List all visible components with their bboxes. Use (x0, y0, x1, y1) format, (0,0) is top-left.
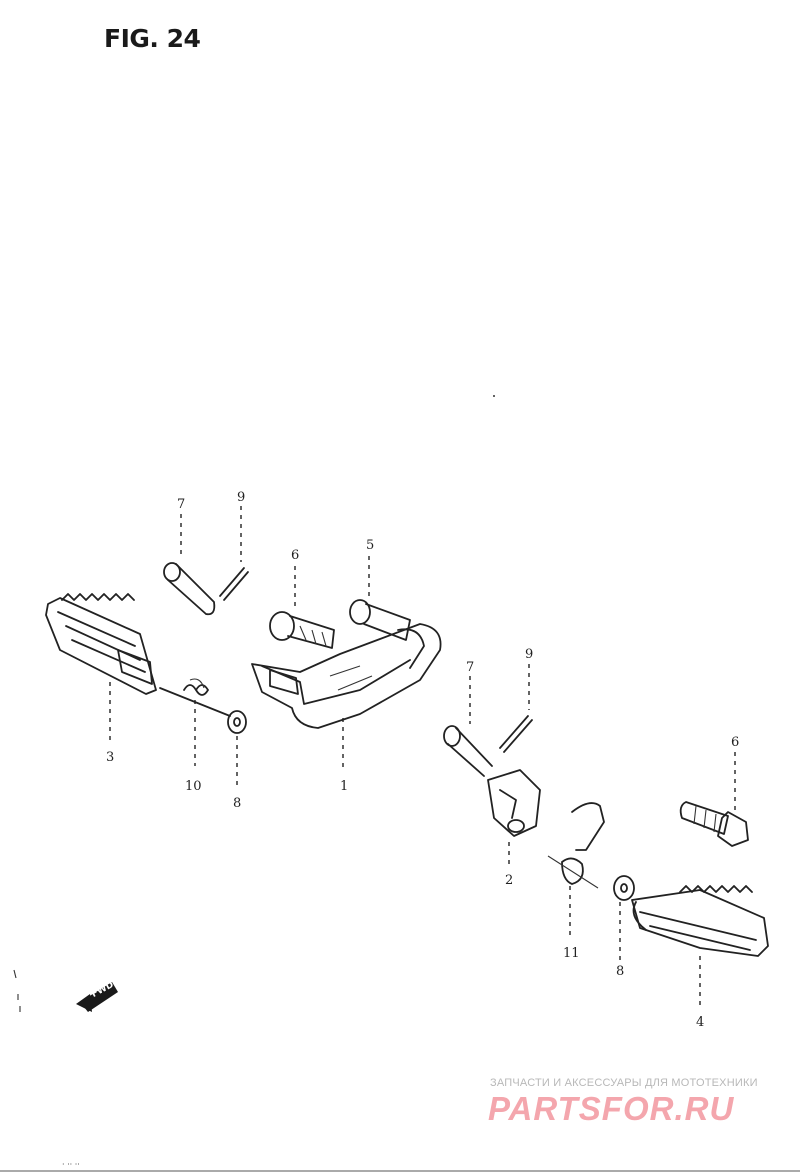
watermark-tagline: ЗАПЧАСТИ И АКСЕССУАРЫ ДЛЯ МОТОТЕХНИКИ (490, 1077, 758, 1089)
part-3-left-footpeg[interactable] (45, 593, 157, 695)
callout-1: 1 (340, 779, 349, 794)
part-6-right-bolt[interactable] (679, 801, 749, 847)
callout-10: 10 (185, 779, 202, 794)
callout-8-left: 8 (233, 796, 242, 811)
callout-2: 2 (505, 873, 514, 888)
callout-11: 11 (563, 946, 580, 961)
part-4-right-footpeg[interactable] (631, 885, 769, 957)
callout-7-left: 7 (177, 497, 186, 512)
watermark-logo: PARTSFOR.RU (488, 1090, 735, 1127)
part-1-main-bracket[interactable] (251, 623, 442, 729)
callout-6-right: 6 (731, 735, 740, 750)
callout-6-top: 6 (291, 548, 300, 563)
figure-title: FIG. 24 (104, 24, 201, 53)
part-5-bolt[interactable] (349, 599, 411, 641)
part-2-pivot-bracket[interactable] (487, 769, 541, 837)
forward-arrow-icon (76, 982, 118, 1012)
part-8-left-washer[interactable] (227, 710, 247, 734)
callout-3: 3 (106, 750, 115, 765)
part-6-top-bolt[interactable] (269, 611, 335, 649)
margin-marks (13, 395, 495, 1012)
callout-7-right: 7 (466, 660, 475, 675)
callout-9-left: 9 (237, 490, 246, 505)
callout-8-right: 8 (616, 964, 625, 979)
leader-lines (109, 506, 736, 1008)
part-9-right-cotter-pin[interactable] (499, 715, 533, 753)
callout-4: 4 (696, 1015, 705, 1030)
part-8-right-washer[interactable] (613, 875, 635, 901)
part-7-right-pin[interactable] (443, 725, 493, 777)
part-11-clip[interactable] (547, 802, 605, 889)
part-7-left-pin[interactable] (163, 562, 216, 616)
part-9-left-cotter-pin[interactable] (219, 567, 249, 601)
callout-9-right: 9 (525, 647, 534, 662)
callout-5: 5 (366, 538, 375, 553)
footer-marks: · ·· ·· (62, 1160, 80, 1169)
